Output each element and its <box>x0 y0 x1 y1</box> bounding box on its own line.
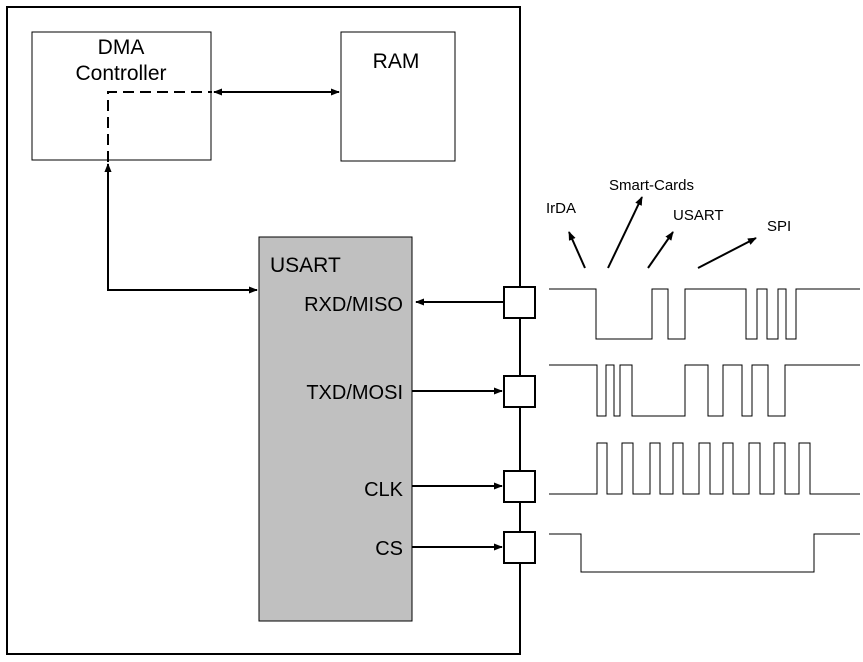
ram-block: RAM <box>340 31 456 162</box>
protocol-spi: SPI <box>697 218 791 269</box>
usart-box <box>258 236 413 622</box>
protocol-smart-cards: Smart-Cards <box>607 177 694 269</box>
pin-pad-cs <box>503 531 536 564</box>
usart-protocol-label: USART <box>673 207 724 224</box>
pin-label-cs: CS <box>375 538 403 560</box>
pin-label-clk: CLK <box>364 479 404 501</box>
protocol-usart: USART <box>647 207 724 269</box>
dma-internal-dashed-path <box>107 91 212 162</box>
waveform-clk <box>549 442 860 495</box>
waveform-cs <box>549 533 860 573</box>
ram-label: RAM <box>373 50 420 73</box>
ram-box <box>340 31 456 162</box>
irda-arrow <box>568 231 586 269</box>
irda-label: IrDA <box>546 200 576 217</box>
pin-pad-rxd <box>503 286 536 319</box>
waveform-rxd <box>549 288 860 340</box>
spi-arrow <box>697 237 757 269</box>
dma-usart-arrow <box>104 163 258 294</box>
smart-cards-label: Smart-Cards <box>609 177 694 194</box>
smart-cards-arrow <box>607 196 643 269</box>
pin-label-rxd: RXD/MISO <box>304 294 403 316</box>
dma-controller-block: DMA Controller <box>31 31 212 161</box>
protocol-irda: IrDA <box>546 200 586 269</box>
usart-protocol-arrow <box>647 231 674 269</box>
dma-label-line2: Controller <box>75 62 166 85</box>
waveform-txd <box>549 364 860 417</box>
dma-controller-box <box>31 31 212 161</box>
chip-boundary <box>6 6 521 655</box>
usart-block: USART RXD/MISO TXD/MOSI CLK CS <box>258 236 413 622</box>
dma-label-line1: DMA <box>98 36 145 59</box>
pin-pad-txd <box>503 375 536 408</box>
pin-label-txd: TXD/MOSI <box>306 382 403 404</box>
pin-pad-clk <box>503 470 536 503</box>
spi-label: SPI <box>767 218 791 235</box>
usart-block-label: USART <box>270 254 341 277</box>
